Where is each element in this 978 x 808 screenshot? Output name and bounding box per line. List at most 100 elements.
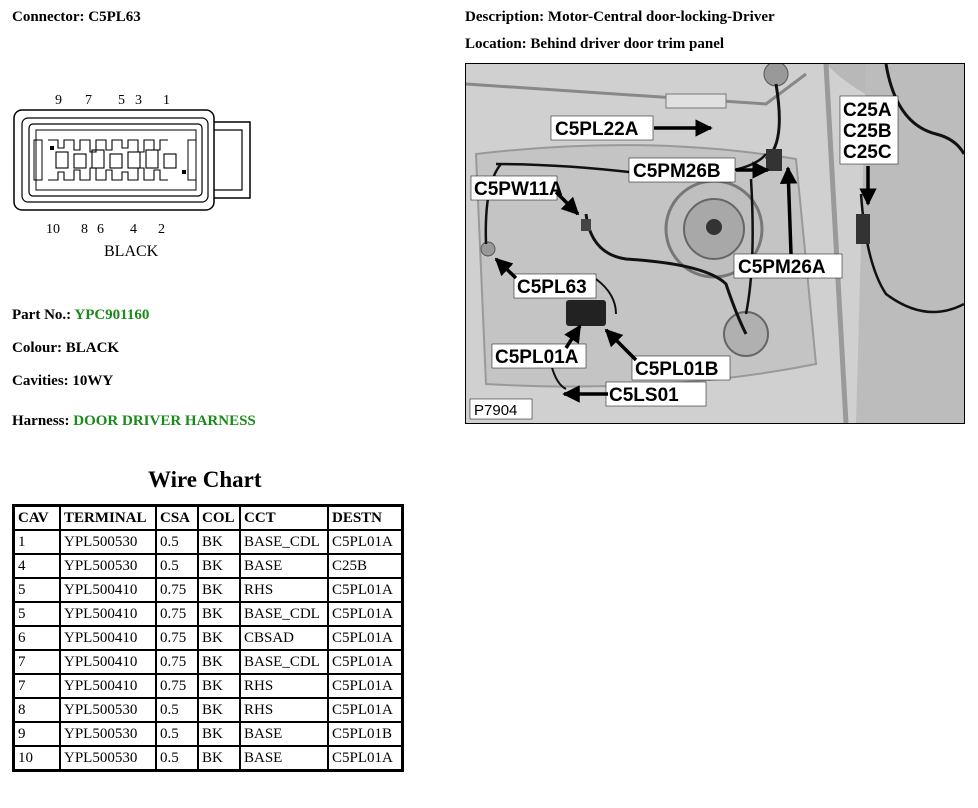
part-no-line: Part No.: YPC901160 xyxy=(12,307,149,324)
table-cell: 0.5 xyxy=(155,697,199,723)
table-cell: BK xyxy=(197,721,241,747)
cavities-value: 10WY xyxy=(72,373,114,389)
callout-c25b: C25B xyxy=(843,121,892,142)
table-cell: C5PL01A xyxy=(327,697,404,723)
harness-link[interactable]: DOOR DRIVER HARNESS xyxy=(73,413,256,429)
harness-line: Harness: DOOR DRIVER HARNESS xyxy=(12,413,256,430)
callout-c5pw11a: C5PW11A xyxy=(474,179,563,200)
column-header: CAV xyxy=(12,504,61,531)
colour-label: Colour: xyxy=(12,340,62,356)
callout-c5ls01: C5LS01 xyxy=(609,385,679,406)
table-cell: RHS xyxy=(239,577,329,603)
column-header: TERMINAL xyxy=(59,504,157,531)
table-cell: 0.75 xyxy=(155,601,199,627)
connector-value: C5PL63 xyxy=(88,9,141,25)
table-cell: 5 xyxy=(12,577,61,603)
part-no-label: Part No.: xyxy=(12,307,72,323)
pin-number: 5 xyxy=(118,93,125,108)
table-cell: BASE xyxy=(239,745,329,772)
pin-number: 6 xyxy=(97,222,104,237)
table-cell: YPL500410 xyxy=(59,601,157,627)
table-cell: YPL500410 xyxy=(59,625,157,651)
table-cell: BK xyxy=(197,697,241,723)
table-cell: C5PL01A xyxy=(327,673,404,699)
table-cell: BK xyxy=(197,673,241,699)
table-cell: 10 xyxy=(12,745,61,772)
figure-id: P7904 xyxy=(474,402,517,419)
table-cell: C5PL01A xyxy=(327,601,404,627)
location-photo: C5PL22A C5PM26B C5PW11A C5PL63 C5PM26A C… xyxy=(465,63,965,424)
table-cell: BK xyxy=(197,601,241,627)
table-cell: C5PL01A xyxy=(327,745,404,772)
table-cell: 0.75 xyxy=(155,673,199,699)
table-cell: 4 xyxy=(12,553,61,579)
table-cell: BK xyxy=(197,529,241,555)
table-cell: 6 xyxy=(12,625,61,651)
table-cell: C5PL01A xyxy=(327,577,404,603)
table-cell: 0.5 xyxy=(155,745,199,772)
table-cell: RHS xyxy=(239,697,329,723)
table-header-row: CAV TERMINAL CSA COL CCT DESTN xyxy=(12,504,404,531)
callout-c5pl63: C5PL63 xyxy=(517,277,587,298)
table-cell: YPL500530 xyxy=(59,745,157,772)
table-cell: YPL500410 xyxy=(59,577,157,603)
table-cell: 0.5 xyxy=(155,721,199,747)
callout-c5pm26b: C5PM26B xyxy=(633,161,721,182)
pin-number: 10 xyxy=(46,222,60,237)
pin-number: 3 xyxy=(135,93,142,108)
table-cell: 0.75 xyxy=(155,649,199,675)
table-cell: YPL500530 xyxy=(59,529,157,555)
table-cell: 9 xyxy=(12,721,61,747)
table-cell: 5 xyxy=(12,601,61,627)
column-header: CCT xyxy=(239,504,329,531)
pin-number: 1 xyxy=(163,93,170,108)
pin-number: 9 xyxy=(55,93,62,108)
column-header: COL xyxy=(197,504,241,531)
callout-c5pl01a: C5PL01A xyxy=(495,347,579,368)
column-header: DESTN xyxy=(327,504,404,531)
table-cell: BK xyxy=(197,553,241,579)
location-label: Location: xyxy=(465,36,527,52)
table-cell: BK xyxy=(197,649,241,675)
connector-colour-caption: BLACK xyxy=(104,243,159,260)
table-cell: 1 xyxy=(12,529,61,555)
table-cell: BASE_CDL xyxy=(239,529,329,555)
callout-c5pl22a: C5PL22A xyxy=(555,119,639,140)
table-cell: C5PL01A xyxy=(327,649,404,675)
colour-value: BLACK xyxy=(65,340,120,356)
connector-face-diagram xyxy=(13,109,251,211)
callout-c25a: C25A xyxy=(843,100,892,121)
pin-number: 8 xyxy=(81,222,88,237)
table-cell: C25B xyxy=(327,553,404,579)
table-cell: 0.75 xyxy=(155,625,199,651)
part-no-link[interactable]: YPC901160 xyxy=(74,307,150,323)
table-cell: BASE xyxy=(239,721,329,747)
door-illustration: C5PL22A C5PM26B C5PW11A C5PL63 C5PM26A C… xyxy=(466,64,964,423)
pin-number: 7 xyxy=(85,93,92,108)
cavities-line: Cavities: 10WY xyxy=(12,373,113,390)
callout-c5pm26a: C5PM26A xyxy=(738,257,826,278)
table-cell: CBSAD xyxy=(239,625,329,651)
table-cell: 8 xyxy=(12,697,61,723)
table-cell: YPL500530 xyxy=(59,721,157,747)
table-cell: 7 xyxy=(12,673,61,699)
callout-c25c: C25C xyxy=(843,142,892,163)
connector-label: Connector: xyxy=(12,9,85,25)
harness-label: Harness: xyxy=(12,413,70,429)
table-cell: BK xyxy=(197,577,241,603)
table-cell: BK xyxy=(197,625,241,651)
pin-number: 2 xyxy=(158,222,165,237)
table-cell: C5PL01A xyxy=(327,625,404,651)
table-cell: YPL500530 xyxy=(59,697,157,723)
